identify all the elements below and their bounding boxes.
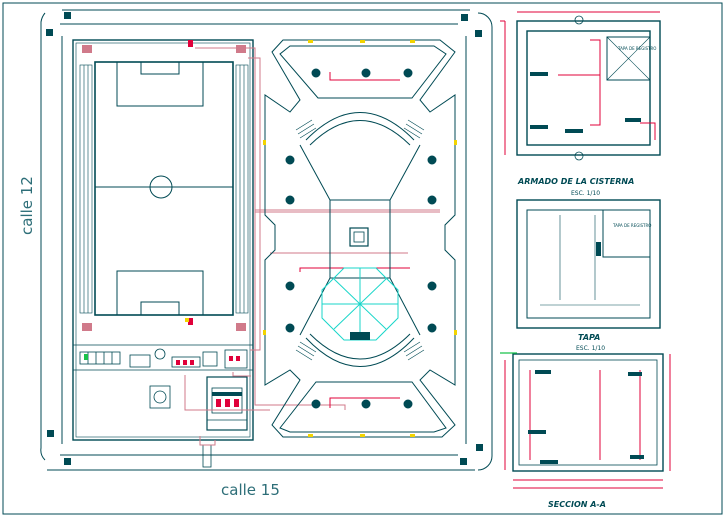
street-label-left: calle 12 xyxy=(18,176,36,235)
football-field xyxy=(94,61,234,316)
trees xyxy=(285,68,437,409)
plaza-steps xyxy=(295,119,425,361)
lid-scale: ESC. 1/10 xyxy=(576,345,606,352)
corner-markers xyxy=(46,12,483,465)
facilities-block xyxy=(73,344,253,468)
kiosk xyxy=(321,267,399,341)
facility-fixtures xyxy=(84,354,242,407)
section-bars xyxy=(528,370,644,464)
cistern-title: ARMADO DE LA CISTERNA xyxy=(518,177,635,186)
planters xyxy=(185,40,457,437)
electrical-runs xyxy=(184,47,440,446)
lid-handle xyxy=(596,242,601,256)
kiosk-base xyxy=(350,332,370,340)
bleachers xyxy=(79,64,249,314)
plaza xyxy=(264,39,456,438)
section-title: SECCION A-A xyxy=(548,500,606,509)
cistern-scale: ESC. 1/10 xyxy=(571,190,601,197)
accent-runs xyxy=(299,72,410,408)
lid-detail xyxy=(516,199,661,329)
section-detail xyxy=(500,352,671,489)
street-outline xyxy=(40,9,493,471)
lid-title: TAPA xyxy=(578,333,601,342)
street-label-bottom: calle 15 xyxy=(221,481,280,499)
lid-label: TAPA DE REGISTRO xyxy=(612,223,651,228)
cistern-bars xyxy=(530,72,641,133)
cistern-lid-label: TAPA DE REGISTRO xyxy=(617,46,656,51)
fountain xyxy=(349,227,369,247)
cistern-detail xyxy=(500,11,661,161)
lamp-markers xyxy=(82,40,246,331)
property-boundary xyxy=(72,39,254,441)
